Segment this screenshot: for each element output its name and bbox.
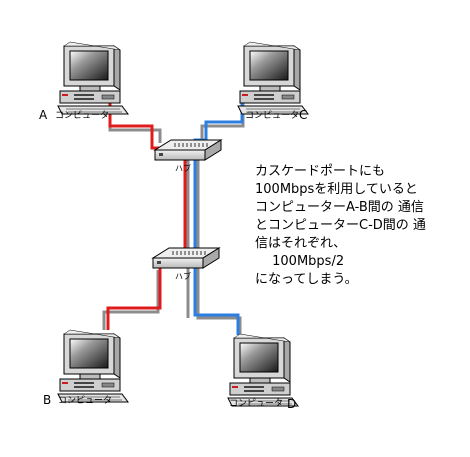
computer-d-caption: コンピュータ <box>229 398 283 409</box>
note-line: 100Mbpsを利用していると <box>255 182 418 197</box>
note-line: 信はそれぞれ、 <box>255 236 347 251</box>
computer-d <box>227 333 299 407</box>
computer-d-letter: D <box>287 397 296 411</box>
hub-bottom <box>152 247 220 269</box>
computer-b-letter: B <box>43 393 51 407</box>
hub-bottom-label: ハブ <box>175 271 191 281</box>
computer-c <box>237 41 309 115</box>
computer-c-letter: C <box>299 108 307 122</box>
note-line: カスケードポートにも <box>255 164 386 179</box>
computer-a <box>57 41 129 115</box>
computer-b <box>57 329 129 403</box>
computer-a-letter: A <box>39 108 48 122</box>
hub-top-label: ハブ <box>175 163 191 173</box>
computer-b-caption: コンピュータ <box>58 395 112 406</box>
hub-top <box>154 139 222 161</box>
red-link-a-b <box>106 100 187 330</box>
note-line: になってしまう。 <box>255 272 358 287</box>
computer-a-caption: コンピュータ <box>55 110 109 121</box>
gray-cascade-right <box>196 160 242 335</box>
note-line: コンピューターA-B間の 通信 <box>255 200 424 215</box>
note-line: 100Mbps/2 <box>255 254 345 269</box>
computer-c-caption: コンピュータ <box>245 110 299 121</box>
cascade-note: カスケードポートにも 100Mbpsを利用していると コンピューターA-B間の … <box>255 163 455 289</box>
gray-link-b <box>102 270 160 330</box>
note-line: とコンピューターC-D間の 通 <box>255 218 426 233</box>
